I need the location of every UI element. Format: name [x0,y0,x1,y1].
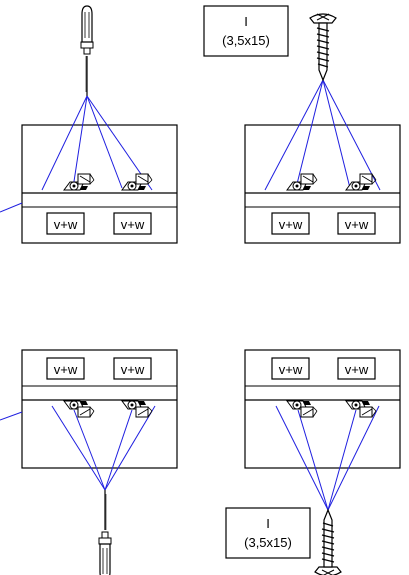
screw-callout: I (3,5x15) [203,5,289,57]
slot-label-box: v+w [46,357,85,380]
screwdriver-icon [80,5,94,97]
panel-bottom-left: v+w v+w [0,349,178,575]
screw-icon [309,13,337,81]
slot-label-box: v+w [113,357,152,380]
slot-label: v+w [279,217,303,232]
panel-top-right: v+w v+w I (3,5x15) [203,5,401,244]
lead-line [0,202,23,213]
slot-label-box: v+w [46,212,85,235]
lead-line [264,79,381,191]
screw-callout-line2: (3,5x15) [222,33,270,48]
panel-bottom-right: v+w v+w I (3,5x15) [225,349,401,575]
lead-line [275,405,380,511]
slot-label-box: v+w [271,357,310,380]
screwdriver-icon [98,489,112,575]
panel-top-left: v+w v+w [0,5,178,244]
slot-label: v+w [345,362,369,377]
screw-icon [314,509,342,575]
slot-label: v+w [121,217,145,232]
slot-label: v+w [121,362,145,377]
slot-label-box: v+w [337,357,376,380]
slot-label-box: v+w [337,212,376,235]
lead-line [51,405,156,491]
slot-label: v+w [279,362,303,377]
lead-line [0,411,23,421]
screw-callout-line2: (3,5x15) [244,535,292,550]
screw-callout: I (3,5x15) [225,507,311,559]
slot-label: v+w [54,362,78,377]
slot-label-box: v+w [271,212,310,235]
screw-callout-line1: I [244,14,248,29]
slot-label-box: v+w [113,212,152,235]
slot-label: v+w [54,217,78,232]
screw-callout-line1: I [266,516,270,531]
slot-label: v+w [345,217,369,232]
